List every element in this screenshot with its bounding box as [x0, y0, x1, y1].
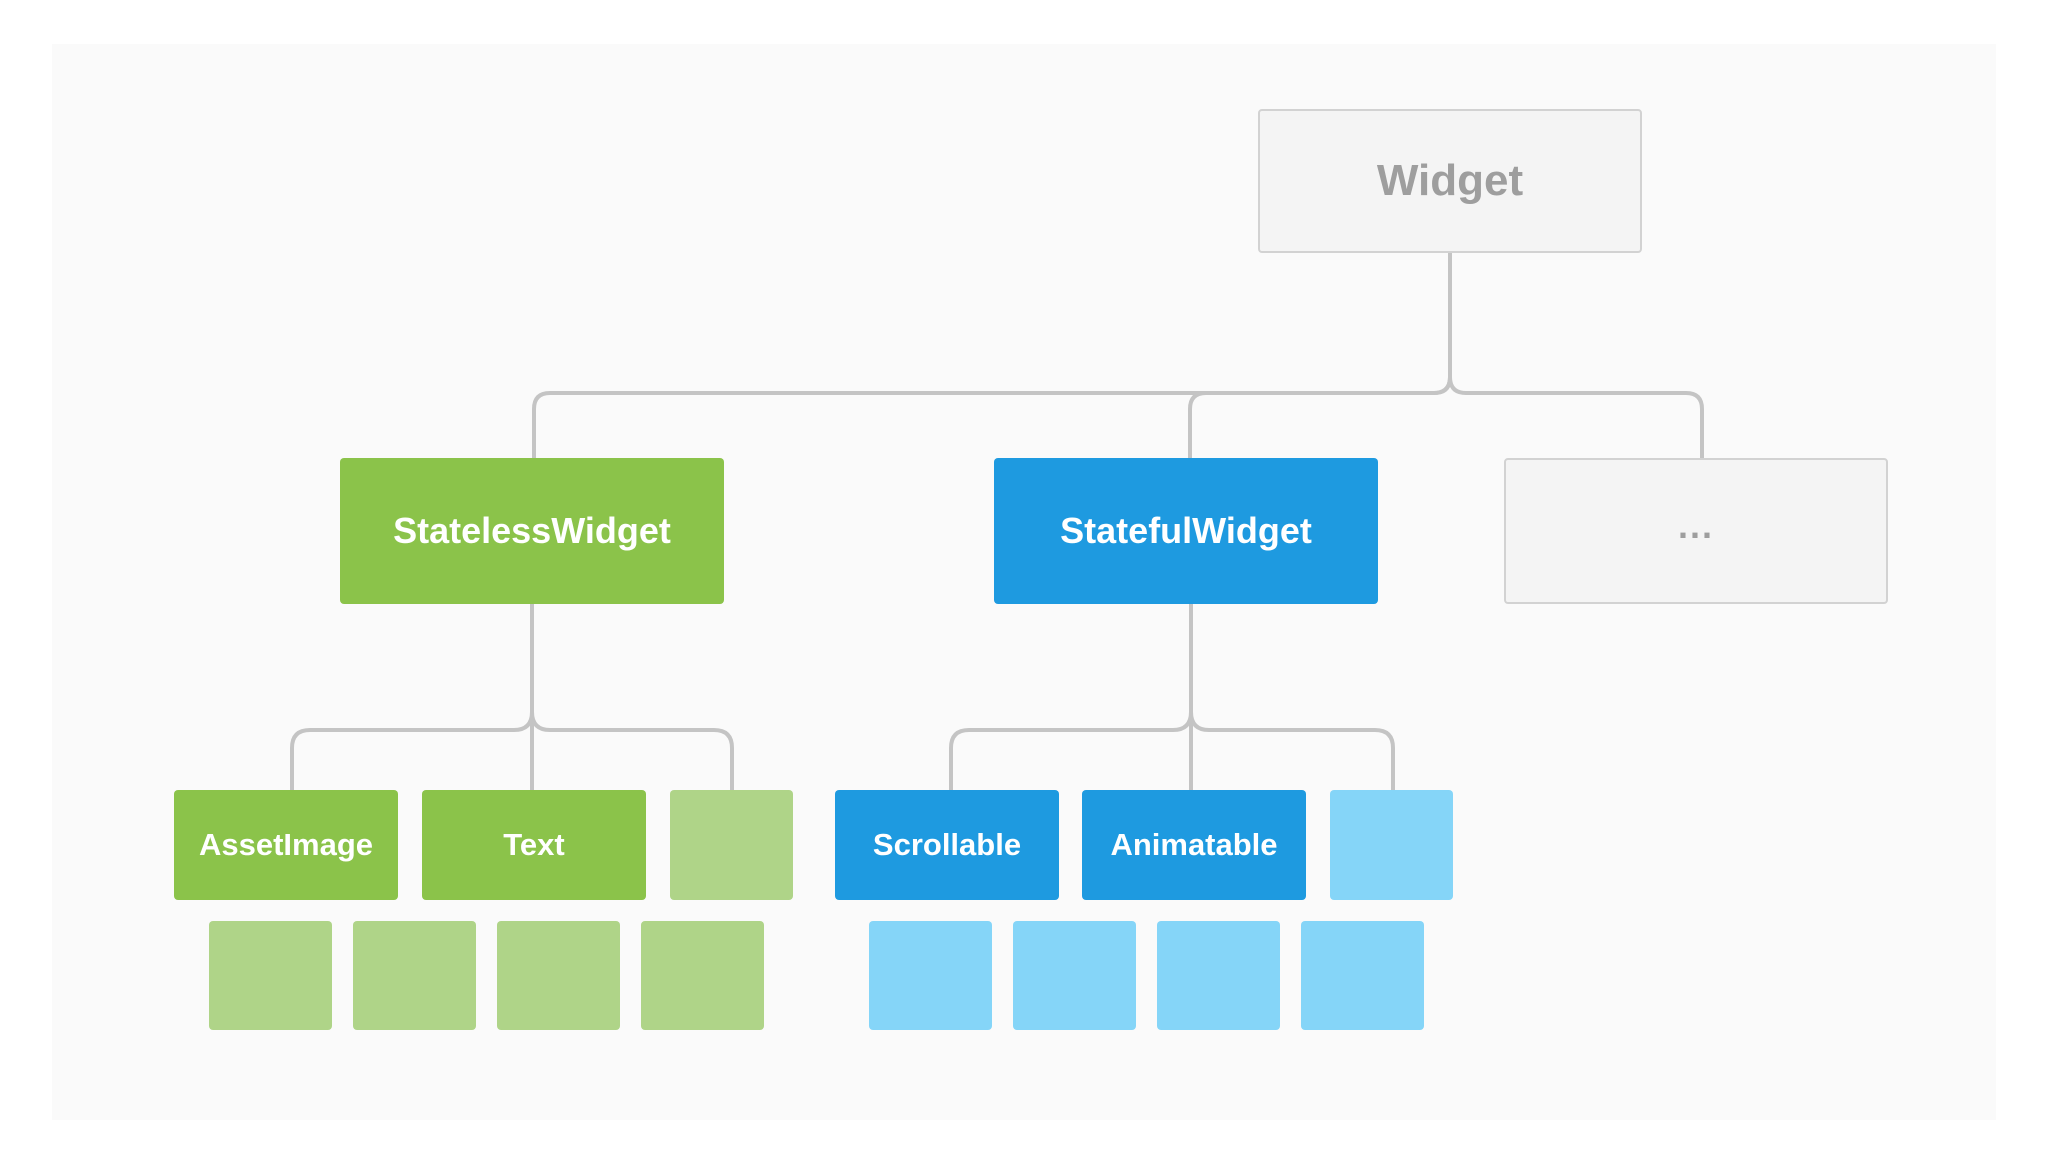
node-animatable-label: Animatable: [1110, 827, 1278, 862]
node-text-label: Text: [503, 827, 565, 862]
node-stateful-widget: StatefulWidget: [994, 458, 1378, 604]
blue-sub-box: [869, 921, 992, 1030]
node-stateless-widget: StatelessWidget: [340, 458, 724, 604]
node-stateless-unlabeled: [670, 790, 793, 900]
node-scrollable: Scrollable: [835, 790, 1059, 900]
connector-root-to-stateful: [1188, 376, 1452, 458]
node-scrollable-label: Scrollable: [872, 827, 1022, 862]
node-stateful-unlabeled: [1330, 790, 1453, 900]
green-sub-box: [641, 921, 764, 1030]
node-widget-label: Widget: [1376, 156, 1524, 205]
node-widget: Widget: [1258, 109, 1642, 253]
node-animatable: Animatable: [1082, 790, 1306, 900]
blue-sub-box: [1013, 921, 1136, 1030]
connector-root-to-more: [1448, 376, 1704, 458]
node-stateless-widget-label: StatelessWidget: [393, 510, 671, 551]
connector-stateless-to-third: [530, 711, 734, 790]
node-more-label: ...: [1677, 505, 1714, 546]
connector-stateful-to-third: [1189, 711, 1395, 790]
connector-stateless-to-assetimage: [290, 711, 534, 790]
blue-sub-box: [1157, 921, 1280, 1030]
node-text: Text: [422, 790, 646, 900]
connector-stateful-to-scrollable: [949, 711, 1193, 790]
node-more: ...: [1504, 458, 1888, 604]
node-asset-image-label: AssetImage: [198, 827, 374, 862]
green-sub-box: [353, 921, 476, 1030]
connector-root-to-stateless: [532, 376, 1452, 458]
green-sub-box: [209, 921, 332, 1030]
node-asset-image: AssetImage: [174, 790, 398, 900]
blue-sub-box: [1301, 921, 1424, 1030]
node-stateful-widget-label: StatefulWidget: [1060, 510, 1312, 551]
green-sub-box: [497, 921, 620, 1030]
